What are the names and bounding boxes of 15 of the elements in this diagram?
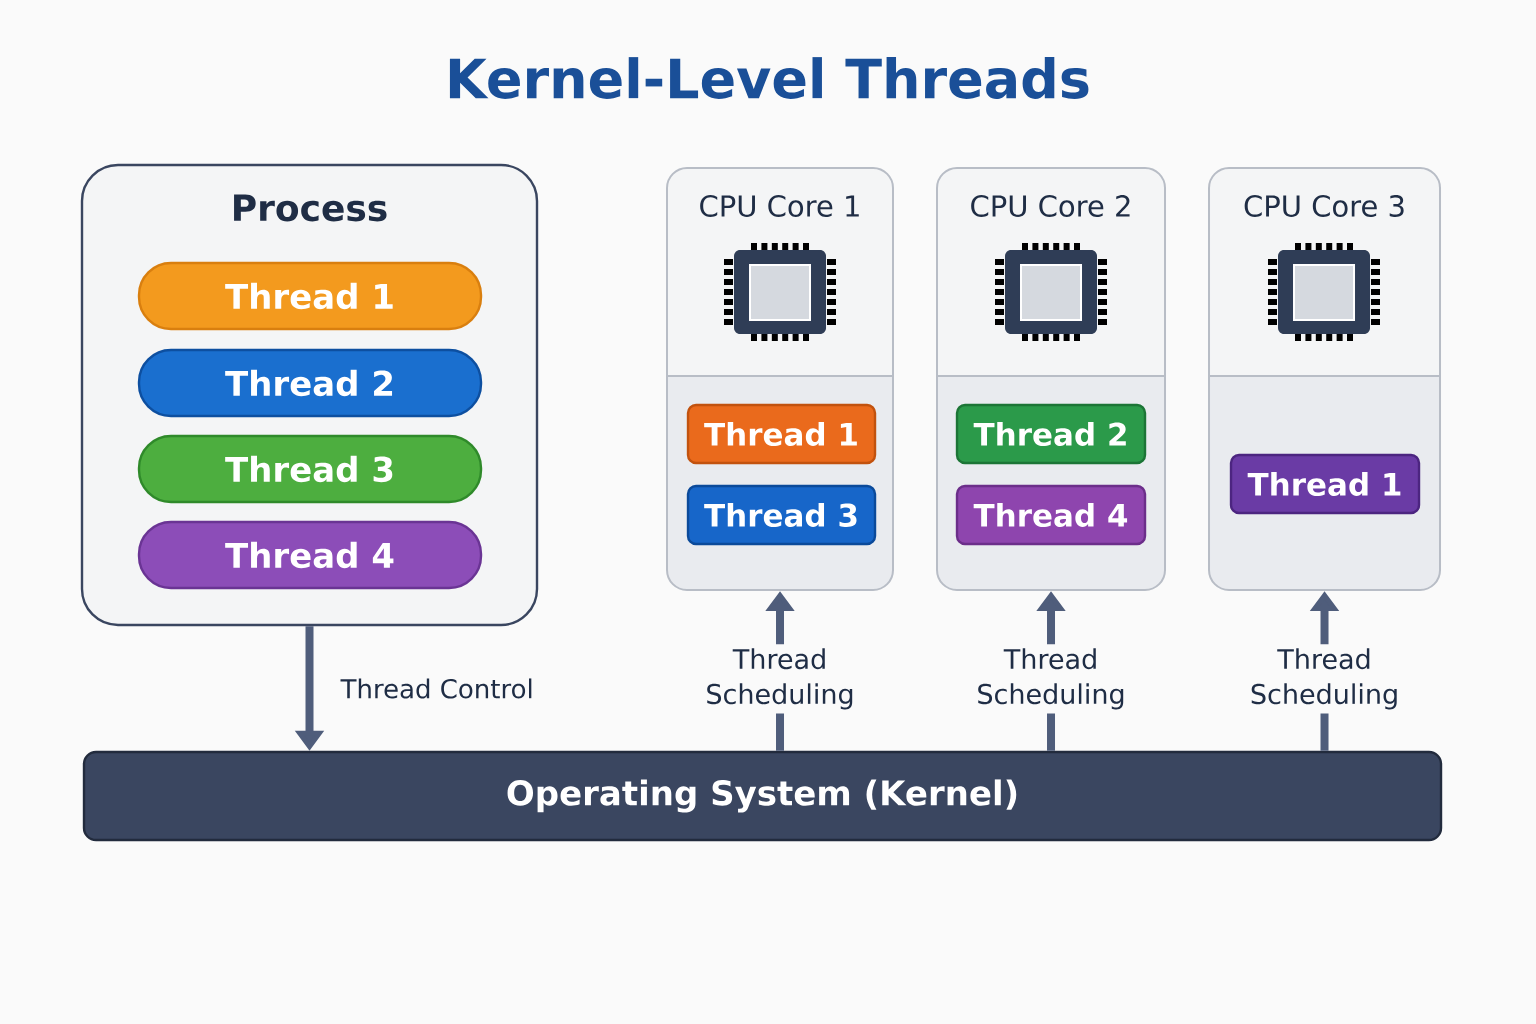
thread-box: Thread 2 [955,403,1147,465]
thread-box: Thread 3 [686,484,877,546]
thread-pill: Thread 4 [137,520,483,590]
edge-label: Thread Scheduling [967,644,1135,714]
kernel-bar: Operating System (Kernel) [82,750,1443,842]
thread-pill: Thread 2 [137,348,483,418]
thread-pill: Thread 1 [137,261,483,331]
thread-box: Thread 1 [1229,453,1421,515]
thread-box: Thread 4 [955,484,1147,546]
thread-pill: Thread 3 [137,434,483,504]
edge-label: Thread Scheduling [1240,644,1409,714]
edge-label: Thread Control [340,678,532,699]
thread-box: Thread 1 [686,403,877,465]
title: Kernel-Level Threads [449,57,1089,99]
edge-label: Thread Scheduling [696,644,864,714]
